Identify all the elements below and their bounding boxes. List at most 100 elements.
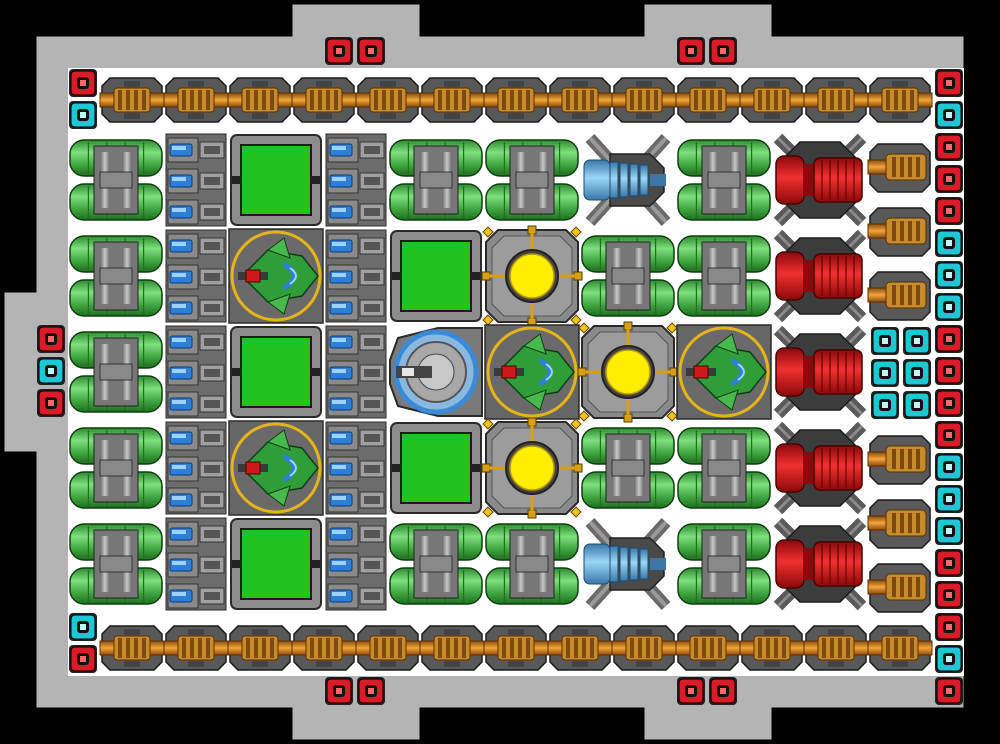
fuel-tank-icon[interactable] [389,139,483,221]
red-light-icon [357,677,385,705]
red-light-icon [325,677,353,705]
thruster-icon[interactable] [675,77,741,123]
fuel-tank-icon[interactable] [677,235,771,317]
thruster-icon[interactable] [547,625,613,671]
cyan-light-icon [935,453,963,481]
fuel-tank-icon[interactable] [581,427,675,509]
thruster-icon[interactable] [611,625,677,671]
red-light-icon [677,677,705,705]
cargo-container-icon[interactable] [230,326,322,418]
thruster-icon[interactable] [99,625,165,671]
red-light-icon [935,677,963,705]
thruster-icon[interactable] [739,625,805,671]
cargo-container-icon[interactable] [390,422,482,514]
thruster-icon[interactable] [99,77,165,123]
reactor-icon[interactable] [577,321,679,423]
cyan-light-icon [871,391,899,419]
cyan-light-icon [871,327,899,355]
thruster-icon[interactable] [163,625,229,671]
railgun-icon[interactable] [583,517,671,611]
small-thruster-icon[interactable] [867,563,931,613]
cargo-container-icon[interactable] [390,230,482,322]
railgun-icon[interactable] [583,133,671,227]
red-light-icon [709,37,737,65]
cyan-light-icon [935,517,963,545]
fuel-tank-icon[interactable] [485,523,579,605]
fuel-tank-icon[interactable] [69,139,163,221]
red-light-icon [935,357,963,385]
fuel-tank-icon[interactable] [69,235,163,317]
battery-icon[interactable] [165,133,227,227]
fuel-tank-icon[interactable] [677,427,771,509]
reactor-icon[interactable] [481,225,583,327]
red-light-icon [325,37,353,65]
battery-icon[interactable] [325,421,387,515]
fuel-tank-icon[interactable] [69,523,163,605]
laser-turret-icon[interactable] [773,325,867,419]
fuel-tank-icon[interactable] [485,139,579,221]
fuel-tank-icon[interactable] [69,331,163,413]
reactor-icon[interactable] [481,417,583,519]
cyan-light-icon [935,229,963,257]
fuel-tank-icon[interactable] [581,235,675,317]
cargo-container-icon[interactable] [230,134,322,226]
laser-turret-icon[interactable] [773,421,867,515]
thruster-icon[interactable] [483,77,549,123]
fighter-bay-icon[interactable] [484,324,580,420]
laser-turret-icon[interactable] [773,133,867,227]
red-light-icon [935,133,963,161]
fighter-bay-icon[interactable] [228,420,324,516]
thruster-icon[interactable] [291,625,357,671]
thruster-icon[interactable] [483,625,549,671]
small-thruster-icon[interactable] [867,499,931,549]
red-light-icon [37,389,65,417]
thruster-icon[interactable] [675,625,741,671]
thruster-icon[interactable] [611,77,677,123]
thruster-icon[interactable] [355,625,421,671]
red-light-icon [709,677,737,705]
cyan-light-icon [935,293,963,321]
cargo-container-icon[interactable] [230,518,322,610]
fighter-bay-icon[interactable] [228,228,324,324]
thruster-icon[interactable] [419,625,485,671]
thruster-icon[interactable] [547,77,613,123]
thruster-icon[interactable] [803,77,869,123]
small-thruster-icon[interactable] [867,207,931,257]
red-light-icon [935,613,963,641]
thruster-icon[interactable] [739,77,805,123]
cyan-light-icon [935,645,963,673]
fuel-tank-icon[interactable] [677,523,771,605]
thruster-icon[interactable] [227,625,293,671]
battery-icon[interactable] [325,133,387,227]
red-light-icon [357,37,385,65]
fighter-bay-icon[interactable] [676,324,772,420]
small-thruster-icon[interactable] [867,143,931,193]
thruster-icon[interactable] [227,77,293,123]
laser-turret-icon[interactable] [773,517,867,611]
thruster-icon[interactable] [419,77,485,123]
small-thruster-icon[interactable] [867,271,931,321]
thruster-icon[interactable] [803,625,869,671]
thruster-icon[interactable] [355,77,421,123]
laser-turret-icon[interactable] [773,229,867,323]
battery-icon[interactable] [325,325,387,419]
small-thruster-icon[interactable] [867,435,931,485]
battery-icon[interactable] [325,517,387,611]
cyan-light-icon [37,357,65,385]
battery-icon[interactable] [165,421,227,515]
thruster-icon[interactable] [867,77,933,123]
cyan-light-icon [69,101,97,129]
thruster-icon[interactable] [163,77,229,123]
battery-icon[interactable] [325,229,387,323]
cyan-light-icon [935,101,963,129]
battery-icon[interactable] [165,325,227,419]
thruster-icon[interactable] [867,625,933,671]
modules-layer [69,77,933,671]
fuel-tank-icon[interactable] [389,523,483,605]
thruster-icon[interactable] [291,77,357,123]
fuel-tank-icon[interactable] [677,139,771,221]
fuel-tank-icon[interactable] [69,427,163,509]
battery-icon[interactable] [165,517,227,611]
battery-icon[interactable] [165,229,227,323]
shield-generator-icon[interactable] [389,327,483,417]
